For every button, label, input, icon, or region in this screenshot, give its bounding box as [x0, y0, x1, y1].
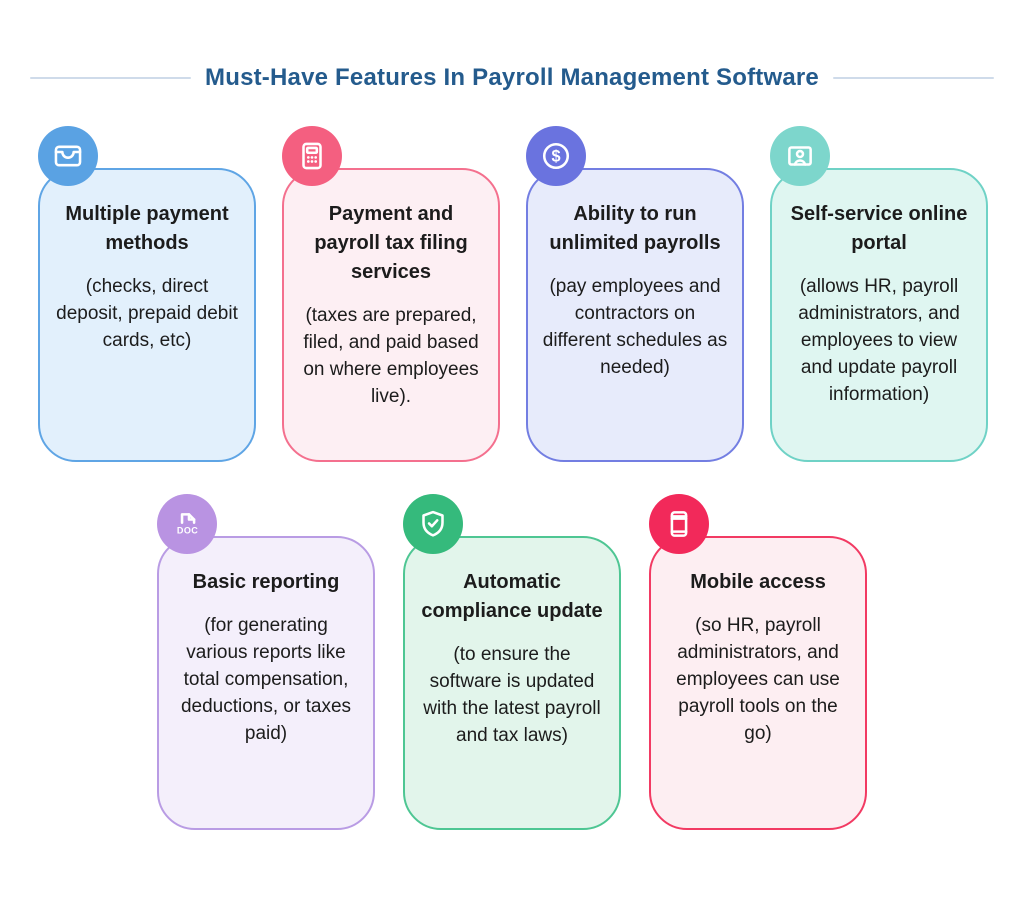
title-rule-left: [30, 77, 192, 79]
mobile-device-icon: [649, 494, 709, 554]
doc-file-icon: DOC: [157, 494, 217, 554]
card-title: Self-service online portal: [790, 203, 968, 254]
card-description: (pay employees and contractors on differ…: [542, 276, 728, 378]
card-title: Ability to run unlimited payrolls: [549, 203, 721, 254]
svg-text:$: $: [551, 148, 560, 166]
feature-card-basic-reporting: DOC Basic reporting (for generating vari…: [157, 494, 375, 830]
card-description: (taxes are prepared, filed, and paid bas…: [303, 305, 479, 407]
feature-card-ability-to-run-unlimited-payrolls: $ Ability to run unlimited payrolls (pay…: [526, 126, 744, 462]
wallet-icon: [38, 126, 98, 186]
id-badge-icon: [770, 126, 830, 186]
feature-card-payment-and-payroll-tax-filing-services: Payment and payroll tax filing services …: [282, 126, 500, 462]
feature-row-top: Multiple payment methods (checks, direct…: [38, 126, 1024, 462]
feature-card-self-service-online-portal: Self-service online portal (allows HR, p…: [770, 126, 988, 462]
calculator-icon: [282, 126, 342, 186]
card-title: Payment and payroll tax filing services: [314, 203, 468, 283]
card-description: (to ensure the software is updated with …: [423, 644, 601, 746]
feature-card-automatic-compliance-update: Automatic compliance update (to ensure t…: [403, 494, 621, 830]
feature-row-bottom: DOC Basic reporting (for generating vari…: [0, 494, 1024, 830]
header: Must-Have Features In Payroll Management…: [0, 0, 1024, 92]
card-title: Basic reporting: [192, 571, 340, 593]
card-title: Mobile access: [690, 571, 826, 593]
feature-card-mobile-access: Mobile access (so HR, payroll administra…: [649, 494, 867, 830]
page-title: Must-Have Features In Payroll Management…: [205, 64, 819, 91]
dollar-circle-icon: $: [526, 126, 586, 186]
svg-text:DOC: DOC: [177, 525, 198, 535]
card-description: (so HR, payroll administrators, and empl…: [676, 615, 840, 744]
card-description: (checks, direct deposit, prepaid debit c…: [56, 276, 238, 351]
card-description: (for generating various reports like tot…: [180, 615, 352, 744]
feature-card-multiple-payment-methods: Multiple payment methods (checks, direct…: [38, 126, 256, 462]
shield-check-icon: [403, 494, 463, 554]
title-rule-right: [832, 77, 994, 79]
card-title: Multiple payment methods: [65, 203, 229, 254]
card-description: (allows HR, payroll administrators, and …: [798, 276, 960, 405]
card-title: Automatic compliance update: [421, 571, 603, 622]
